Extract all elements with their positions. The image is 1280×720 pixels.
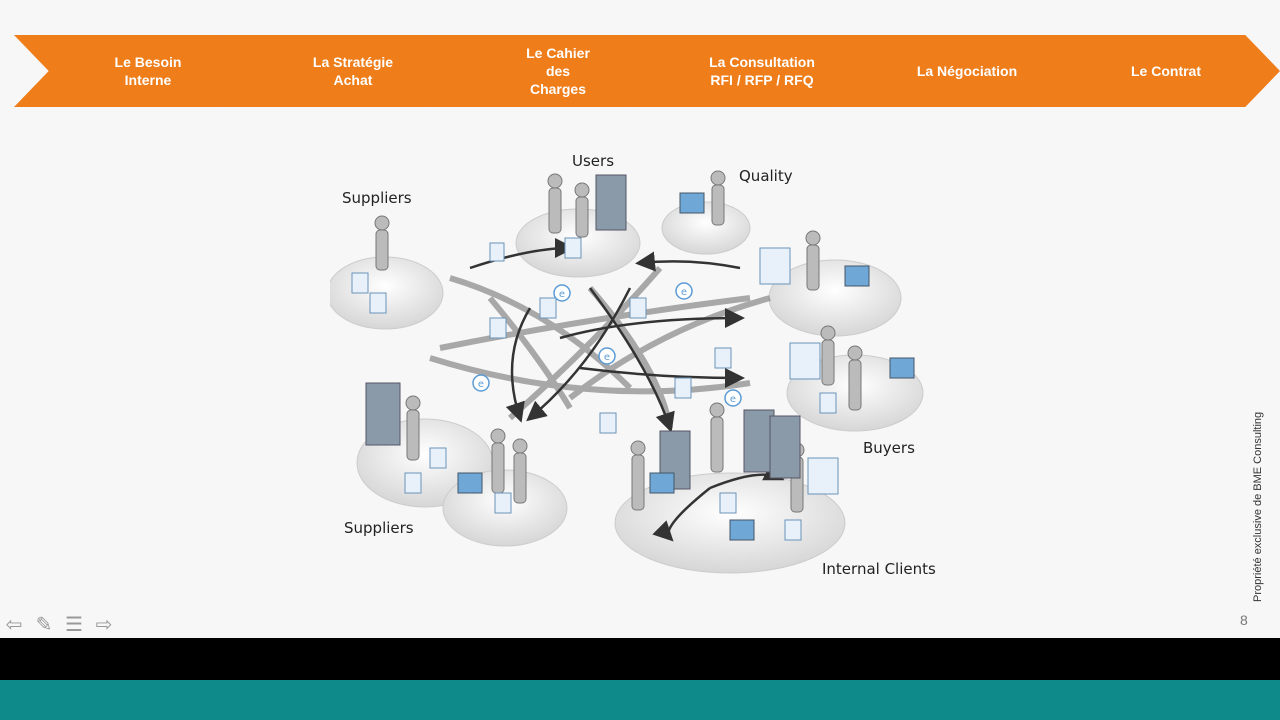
server-icon — [743, 409, 775, 473]
monitor-icon — [844, 265, 870, 287]
slide-nav-toolbar: ⇦ ✎ ☰ ⇨ — [2, 612, 116, 636]
step-label: Le Besoin Interne — [114, 54, 182, 88]
monitor-icon — [457, 472, 483, 494]
pen-icon[interactable]: ✎ — [35, 613, 53, 636]
document-icon — [489, 242, 505, 262]
blueprint-icon — [759, 247, 791, 285]
step-strategie-achat: La Stratégie Achat — [219, 35, 467, 107]
svg-text:e: e — [681, 287, 687, 298]
person-icon — [820, 325, 836, 386]
procurement-network-diagram: e e e e e Users Quality Suppliers Buyers Sup… — [326, 148, 960, 588]
e-commerce-icon — [598, 347, 616, 365]
document-icon — [674, 377, 692, 399]
step-label: La Stratégie Achat — [312, 54, 394, 88]
svg-text:e: e — [730, 394, 736, 405]
step-label: La Consultation RFI / RFP / RFQ — [709, 54, 815, 88]
arrow-left-icon[interactable]: ⇦ — [5, 613, 23, 636]
svg-text:e: e — [478, 379, 484, 390]
e-commerce-icon — [472, 374, 490, 392]
document-icon — [539, 297, 557, 319]
document-icon — [629, 297, 647, 319]
person-icon — [374, 215, 390, 271]
quality-disc — [661, 201, 751, 255]
step-consultation: La Consultation RFI / RFP / RFQ — [628, 35, 876, 107]
person-icon — [630, 440, 646, 511]
svg-text:e: e — [604, 352, 610, 363]
document-icon — [351, 272, 369, 294]
monitor-icon — [889, 357, 915, 379]
document-icon — [819, 392, 837, 414]
arrow-right-icon[interactable]: ⇨ — [95, 613, 113, 636]
label-suppliers-top: Suppliers — [342, 189, 412, 207]
person-icon — [847, 345, 863, 411]
e-commerce-icon — [553, 284, 571, 302]
document-icon — [369, 292, 387, 314]
server-icon — [659, 430, 691, 490]
process-chevrons: Le Besoin Interne La Stratégie Achat Le … — [14, 35, 1280, 107]
label-internal-clients: Internal Clients — [822, 560, 936, 578]
person-icon — [574, 182, 590, 238]
server-icon — [595, 174, 627, 231]
person-icon — [710, 170, 726, 226]
step-label: Le Cahier des Charges — [526, 45, 590, 97]
step-cahier-charges: Le Cahier des Charges — [424, 35, 672, 107]
document-icon — [784, 519, 802, 541]
person-icon — [490, 428, 506, 494]
menu-icon[interactable]: ☰ — [65, 613, 83, 636]
server-icon — [365, 382, 401, 446]
monitor-icon — [679, 192, 705, 214]
person-icon — [512, 438, 528, 504]
document-icon — [494, 492, 512, 514]
document-icon — [429, 447, 447, 469]
step-label: Le Contrat — [1131, 63, 1201, 79]
monitor-icon — [729, 519, 755, 541]
copyright-note: Propriété exclusive de BME Consulting — [1252, 411, 1264, 602]
label-suppliers-bottom: Suppliers — [344, 519, 414, 537]
slide: Le Besoin Interne La Stratégie Achat Le … — [2, 35, 1280, 636]
person-icon — [405, 395, 421, 461]
blueprint-icon — [789, 342, 821, 380]
person-icon — [547, 173, 563, 234]
person-icon — [709, 402, 725, 473]
teal-bar — [0, 680, 1280, 720]
server-icon — [769, 415, 801, 479]
document-icon — [714, 347, 732, 369]
document-icon — [404, 472, 422, 494]
label-quality: Quality — [739, 167, 793, 185]
e-commerce-icon — [724, 389, 742, 407]
network-illustration: e e e e e — [326, 170, 924, 574]
monitor-icon — [649, 472, 675, 494]
document-icon — [599, 412, 617, 434]
label-users: Users — [572, 152, 615, 170]
svg-text:e: e — [559, 289, 565, 300]
blueprint-icon — [807, 457, 839, 495]
document-icon — [564, 237, 582, 259]
step-besoin-interne: Le Besoin Interne — [14, 35, 262, 107]
step-negociation: La Négociation — [833, 35, 1081, 107]
step-label: La Négociation — [916, 63, 1018, 79]
e-commerce-icon — [675, 282, 693, 300]
black-bar — [0, 638, 1280, 680]
document-icon — [719, 492, 737, 514]
label-buyers: Buyers — [863, 439, 915, 457]
step-contrat: Le Contrat — [1032, 35, 1280, 107]
document-icon — [489, 317, 507, 339]
person-icon — [805, 230, 821, 291]
page-number: 8 — [1240, 612, 1248, 628]
